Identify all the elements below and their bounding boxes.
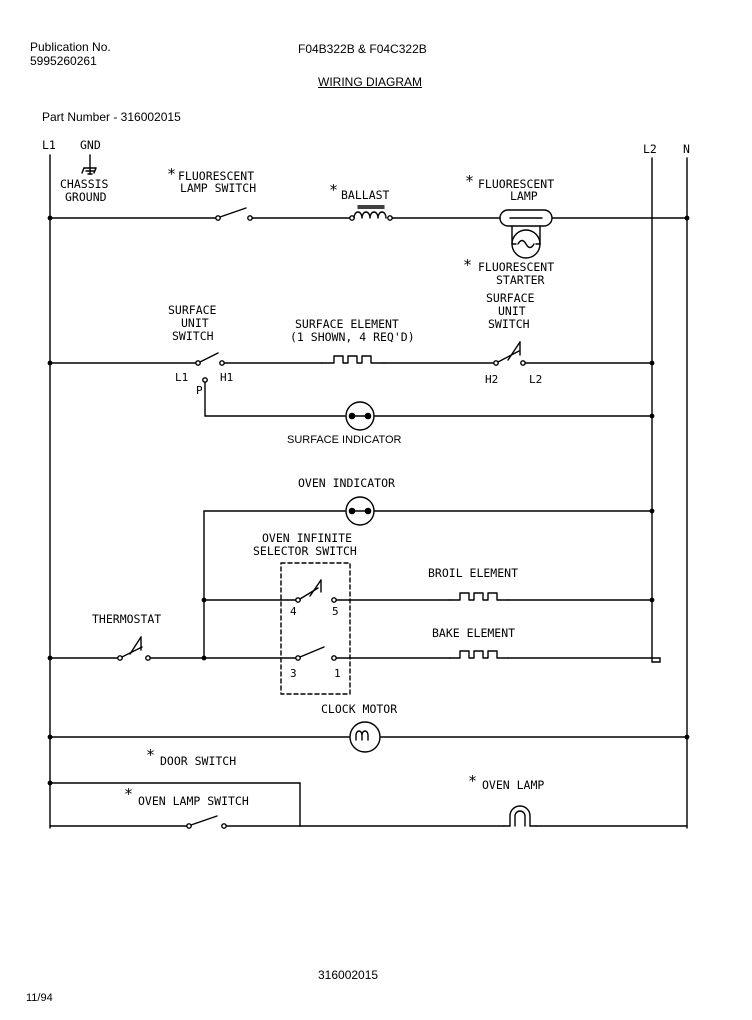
ballast-star: *: [329, 181, 338, 199]
page-title: WIRING DIAGRAM: [318, 75, 422, 89]
oven-indicator-lamp: [345, 496, 375, 526]
fluorescent-starter-label-2: STARTER: [496, 273, 545, 287]
oven-lamp-icon: [503, 805, 537, 827]
model-numbers: F04B322B & F04C322B: [298, 42, 427, 56]
publication-label: Publication No.: [30, 40, 111, 54]
gnd-label: GND: [80, 138, 101, 152]
l1-label: L1: [42, 138, 56, 152]
fluorescent-starter-star: *: [463, 256, 472, 274]
footer-date: 11/94: [26, 992, 53, 1004]
door-switch-star: *: [146, 746, 155, 764]
surface-unit-switch-left-label-3: SWITCH: [172, 329, 214, 343]
oven-selector-switch-label-1: OVEN INFINITE: [262, 531, 352, 545]
oven-lamp-star: *: [468, 772, 477, 790]
fluorescent-lamp-star: *: [465, 172, 474, 190]
terminal-l2-label: L2: [529, 373, 542, 386]
oven-lamp-label: OVEN LAMP: [482, 778, 544, 792]
part-number: Part Number - 316002015: [42, 110, 181, 124]
bake-element-heater: [449, 650, 509, 659]
terminal-l1-label: L1: [175, 371, 188, 384]
surface-element-label-2: (1 SHOWN, 4 REQ'D): [290, 330, 415, 344]
surface-unit-switch-left-label-1: SURFACE: [168, 303, 217, 317]
door-switch-label: DOOR SWITCH: [160, 754, 236, 768]
chassis-ground-label-1: CHASSIS: [60, 177, 109, 191]
oven-lamp-switch-label: OVEN LAMP SWITCH: [138, 794, 249, 808]
surface-indicator-label: SURFACE INDICATOR: [287, 434, 402, 446]
publication-number: 5995260261: [30, 54, 97, 68]
thermostat-switch: [117, 636, 151, 661]
surface-unit-switch-right-label-1: SURFACE: [486, 291, 535, 305]
oven-lamp-switch-star: *: [124, 785, 133, 803]
selector-contact-3-1: [295, 646, 337, 661]
surface-unit-switch-right: [493, 341, 526, 366]
fluorescent-starter: [511, 229, 541, 259]
fluorescent-lamp-label-1: FLUORESCENT: [478, 177, 554, 191]
surface-indicator-lamp: [345, 401, 375, 431]
surface-unit-switch-right-label-2: UNIT: [498, 304, 526, 318]
fluorescent-starter-label-1: FLUORESCENT: [478, 260, 554, 274]
selector-terminal-1: 1: [334, 667, 341, 680]
terminal-h2-label: H2: [485, 373, 498, 386]
selector-switch-box: [280, 562, 351, 695]
surface-unit-switch-right-label-3: SWITCH: [488, 317, 530, 331]
fluorescent-lamp-switch-label-2: LAMP SWITCH: [180, 181, 256, 195]
fluorescent-lamp-switch: [215, 207, 253, 221]
selector-terminal-5: 5: [332, 605, 339, 618]
surface-element-heater: [321, 355, 385, 364]
fluorescent-lamp-tube: [499, 209, 553, 237]
oven-indicator-label: OVEN INDICATOR: [298, 476, 395, 490]
thermostat-label: THERMOSTAT: [92, 612, 161, 626]
selector-contact-4-5: [295, 579, 337, 603]
broil-element-heater: [449, 592, 509, 601]
oven-selector-switch-label-2: SELECTOR SWITCH: [253, 544, 357, 558]
selector-terminal-4: 4: [290, 605, 297, 618]
footer-part-code: 316002015: [318, 968, 379, 982]
clock-motor-label: CLOCK MOTOR: [321, 702, 397, 716]
selector-terminal-3: 3: [290, 667, 297, 680]
broil-element-label: BROIL ELEMENT: [428, 566, 518, 580]
surface-unit-switch-left-label-2: UNIT: [181, 316, 209, 330]
surface-element-label-1: SURFACE ELEMENT: [295, 317, 399, 331]
ballast-coil: [349, 205, 393, 221]
fluorescent-lamp-label-2: LAMP: [510, 189, 538, 203]
terminal-p-label: P: [196, 384, 203, 397]
chassis-ground-label-2: GROUND: [65, 190, 107, 204]
fluorescent-lamp-switch-star: *: [167, 165, 176, 183]
oven-lamp-switch: [186, 815, 227, 829]
ballast-label: BALLAST: [341, 188, 390, 202]
clock-motor-icon: [349, 721, 381, 753]
ground-icon: [81, 154, 97, 175]
fluorescent-lamp-switch-label-1: FLUORESCENT: [178, 169, 254, 183]
junction-dots: [47, 215, 690, 786]
l2-label: L2: [643, 142, 657, 156]
n-label: N: [683, 142, 690, 156]
bake-element-label: BAKE ELEMENT: [432, 626, 515, 640]
terminal-h1-label: H1: [220, 371, 233, 384]
